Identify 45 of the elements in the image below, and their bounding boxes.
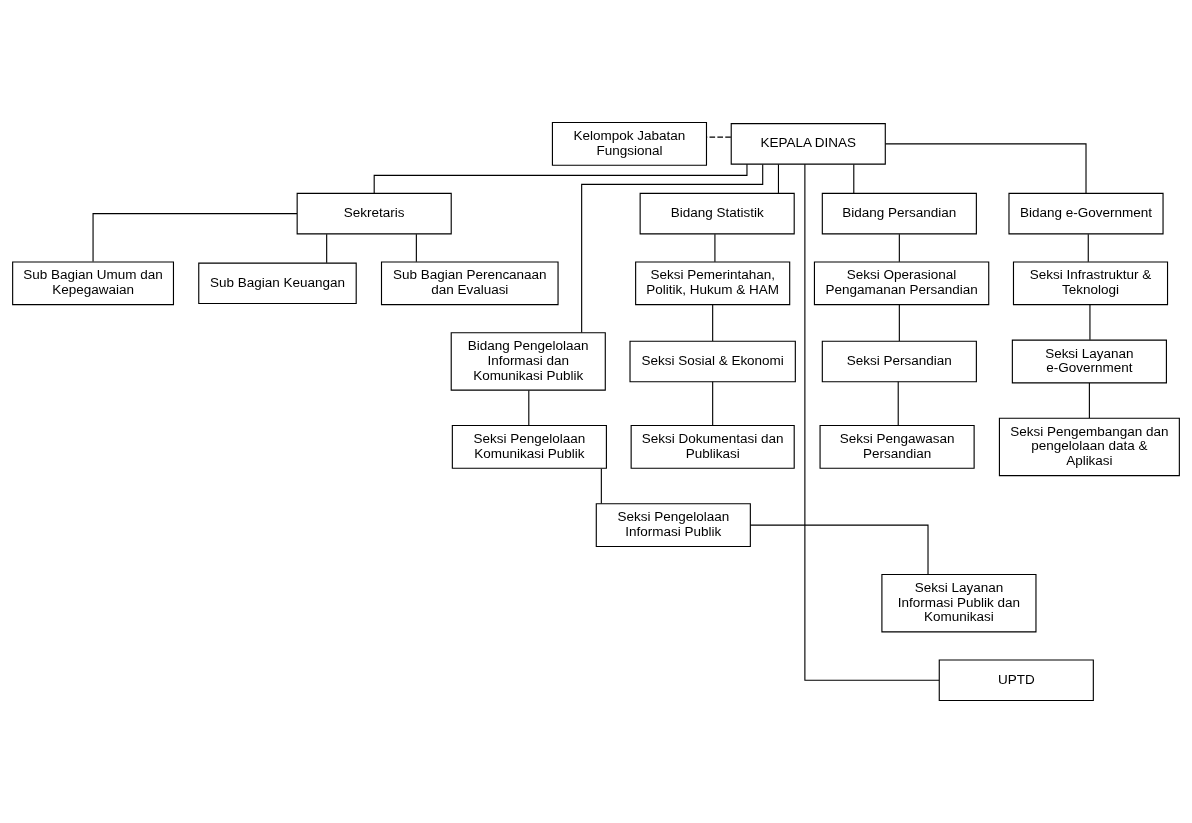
connector: [706, 136, 732, 138]
connector: [712, 381, 714, 426]
node-box: Seksi Pengembangan dan pengelolaan data & Aplikasi: [998, 417, 1180, 477]
node-box: Sub Bagian Keuangan: [198, 262, 357, 305]
node-box: Bidang Persandian: [821, 192, 977, 235]
connector: [1089, 304, 1091, 341]
connector: [415, 233, 417, 263]
node-box: Seksi Pengelolaan Komunikasi Publik: [451, 425, 607, 469]
node-box: Bidang Statistik: [639, 192, 795, 235]
node-box: Seksi Pengawasan Persandian: [819, 425, 975, 469]
node-box: Seksi Layanan Informasi Publik dan Komunikasi: [881, 574, 1037, 633]
connector: [804, 163, 940, 681]
node-box: Seksi Sosial & Ekonomi: [629, 340, 796, 383]
connector: [600, 468, 602, 504]
connector: [528, 389, 530, 426]
node-box: Seksi Layanan e-Government: [1011, 339, 1167, 384]
connector: [897, 381, 899, 426]
node-box: Kelompok Jabatan Fungsional: [551, 121, 708, 166]
node-box: Seksi Pemerintahan, Politik, Hukum & HAM: [635, 261, 791, 306]
node-box: Seksi Infrastruktur & Teknologi: [1012, 261, 1169, 306]
connector: [581, 164, 764, 334]
node-box: UPTD: [938, 659, 1094, 702]
node-box: KEPALA DINAS: [730, 123, 886, 165]
connector: [885, 143, 1087, 194]
connector: [373, 163, 748, 194]
node-box: Seksi Dokumentasi dan Publikasi: [630, 425, 795, 469]
node-box: Bidang e-Government: [1008, 192, 1164, 235]
connector: [898, 233, 900, 263]
node-box: Seksi Pengelolaan Informasi Publik: [595, 503, 751, 547]
connector: [853, 163, 855, 194]
node-box: Seksi Operasional Pengamanan Persandian: [813, 261, 990, 306]
node-box: Bidang Pengelolaan Informasi dan Komunikasi Publik: [450, 332, 606, 391]
connector: [92, 213, 298, 263]
connector: [898, 304, 900, 342]
connector: [1087, 233, 1089, 263]
connector: [749, 524, 929, 575]
connector: [326, 233, 328, 264]
connector: [714, 233, 716, 263]
node-box: Sekretaris: [296, 192, 452, 235]
node-box: Sub Bagian Umum dan Kepegawaian: [12, 261, 174, 306]
node-box: Seksi Persandian: [821, 340, 977, 383]
connector: [712, 304, 714, 342]
connector: [777, 163, 779, 194]
node-box: Sub Bagian Perencanaan dan Evaluasi: [380, 261, 559, 306]
connector: [1088, 382, 1090, 419]
